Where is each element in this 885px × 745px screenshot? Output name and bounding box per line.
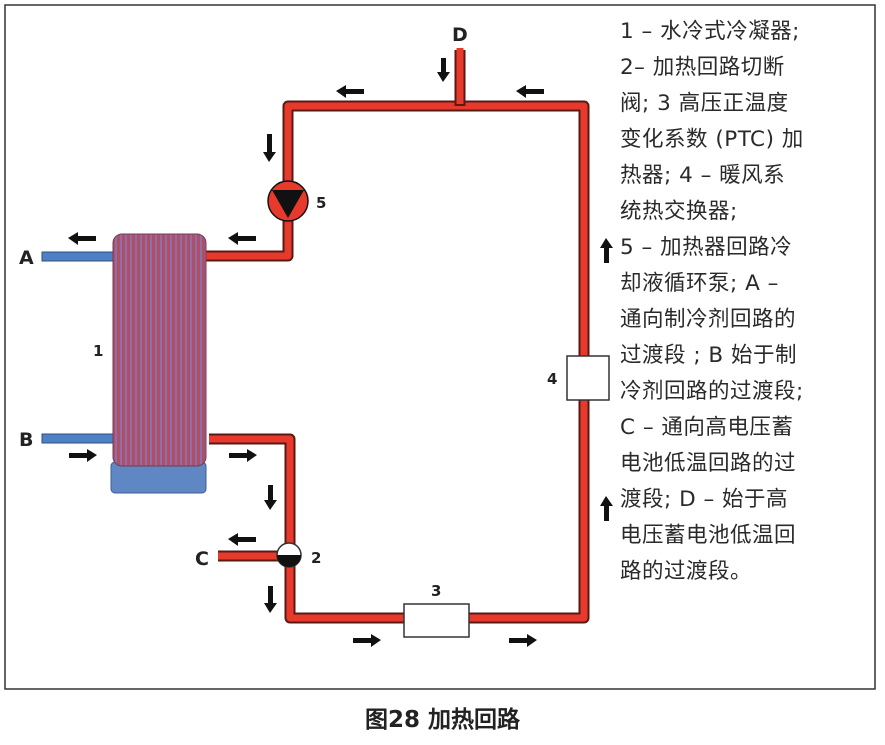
legend-line: 渡段; D – 始于高 — [620, 487, 789, 512]
flow-arrow-left-icon — [228, 533, 256, 546]
pump-outlet-pipe — [206, 214, 294, 262]
legend-line: 冷剂回路的过渡段; — [620, 379, 804, 404]
condenser-body — [112, 233, 207, 467]
legend-line: 1 – 水冷式冷凝器; — [620, 19, 800, 44]
label-port-b: B — [19, 429, 33, 451]
legend-line: 阀; 3 高压正温度 — [620, 91, 789, 116]
legend-text: 1 – 水冷式冷凝器; 2– 加热回路切断 阀; 3 高压正温度 变化系数 (P… — [620, 14, 872, 590]
legend-line: C – 通向高电压蓄 — [620, 415, 794, 440]
label-shutoff-valve: 2 — [311, 549, 321, 567]
flow-arrow-up-icon — [600, 238, 613, 263]
flow-arrows — [68, 58, 613, 647]
label-port-c: C — [195, 548, 209, 570]
label-heat-exchanger: 4 — [547, 370, 557, 388]
heating-loop-pipe-fill — [209, 102, 588, 622]
flow-arrow-left-icon — [68, 232, 96, 245]
port-b-pipe — [41, 433, 116, 444]
legend-line: 过渡段 ; B 始于制 — [620, 343, 797, 368]
flow-arrow-left-icon — [228, 232, 256, 245]
figure-title: 图28 加热回路 — [364, 707, 520, 733]
legend-line: 却液循环泵; A – — [620, 271, 779, 296]
legend-line: 路的过渡段。 — [620, 559, 753, 584]
heat-exchanger — [566, 355, 610, 401]
flow-arrow-up-icon — [600, 496, 613, 521]
legend-line: 2– 加热回路切断 — [620, 55, 785, 80]
legend-line: 热器; 4 – 暖风系 — [620, 163, 786, 188]
flow-arrow-right-icon — [69, 449, 97, 462]
circulation-pump — [267, 180, 309, 222]
legend-line: 变化系数 (PTC) 加 — [620, 127, 804, 152]
legend-line: 电池低温回路的过 — [620, 451, 797, 476]
condenser-base — [110, 461, 207, 494]
label-ptc-heater: 3 — [431, 582, 441, 600]
label-port-a: A — [19, 247, 34, 269]
label-condenser: 1 — [93, 342, 103, 360]
label-pump: 5 — [316, 194, 326, 212]
flow-arrow-right-icon — [353, 634, 381, 647]
pump-outlet-pipe-fill — [206, 214, 292, 260]
flow-arrow-right-icon — [229, 449, 257, 462]
shutoff-valve — [276, 542, 302, 568]
heating-loop-pipe — [209, 100, 590, 624]
figure-frame — [4, 4, 876, 690]
flow-arrow-left-icon — [336, 85, 364, 98]
flow-arrow-left-icon — [516, 85, 544, 98]
flow-arrow-down-icon — [264, 485, 277, 510]
port-a-pipe — [41, 251, 116, 262]
legend-line: 统热交换器; — [620, 199, 738, 224]
flow-arrow-down-icon — [437, 58, 450, 82]
legend-line: 电压蓄电池低温回 — [620, 523, 797, 548]
flow-arrow-right-icon — [509, 634, 537, 647]
label-port-d: D — [452, 24, 468, 46]
flow-arrow-down-icon — [263, 134, 276, 162]
legend-line: 5 – 加热器回路冷 — [620, 235, 793, 260]
ptc-heater — [403, 603, 470, 638]
legend-line: 通向制冷剂回路的 — [620, 307, 797, 332]
flow-arrow-down-icon — [264, 586, 277, 613]
